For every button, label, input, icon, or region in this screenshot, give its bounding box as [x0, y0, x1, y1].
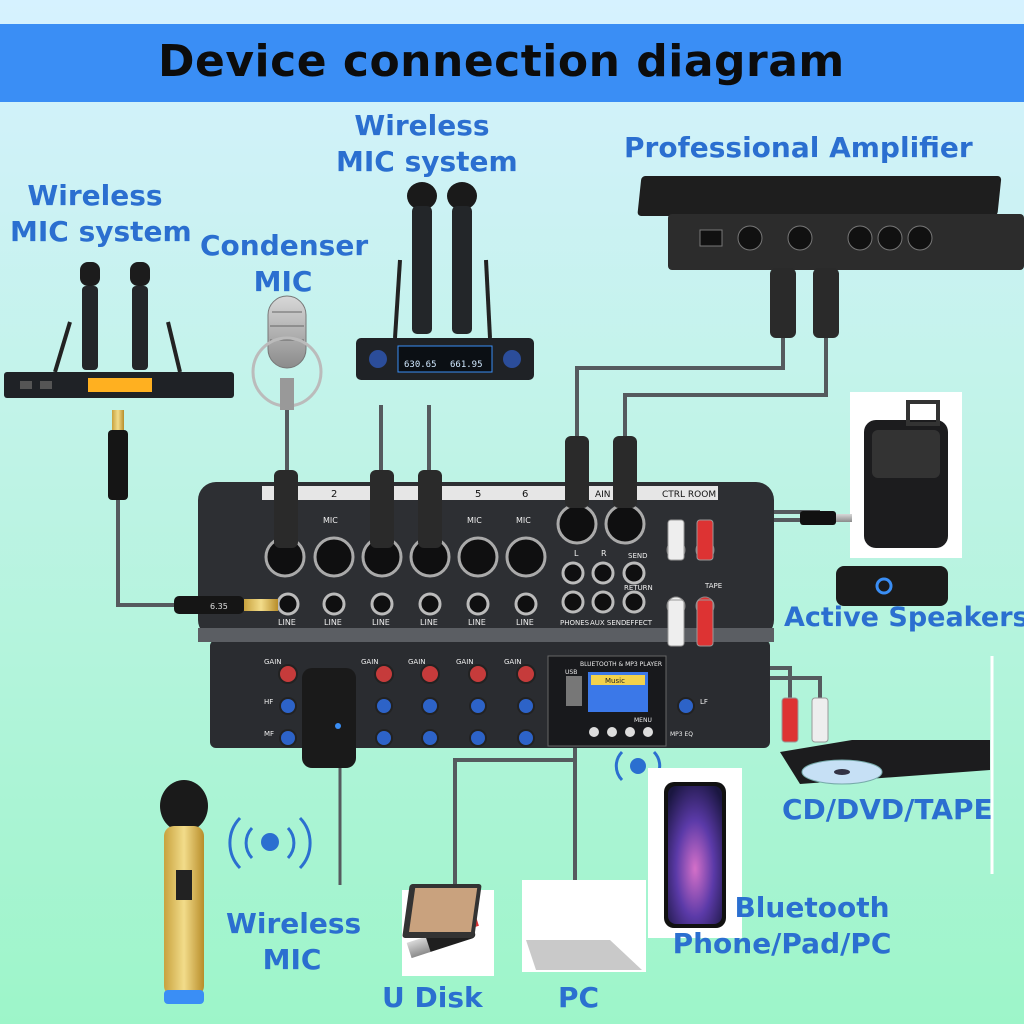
- line-label-4: LINE: [420, 618, 438, 627]
- main-out-r: [604, 503, 646, 545]
- cd-dvd-player: [780, 740, 990, 785]
- wireless-signal-icon: [228, 816, 312, 870]
- hf-label: HF: [264, 698, 273, 706]
- label-line: Wireless: [27, 179, 163, 212]
- label-active-speakers: Active Speakers: [784, 602, 1024, 633]
- effect-label: EFFECT: [626, 619, 653, 627]
- mf-label: MF: [264, 730, 274, 738]
- handheld-mic-center-2: [447, 182, 477, 334]
- label-pc: PC: [558, 981, 600, 1014]
- wireless-bodypack-receiver: [302, 668, 356, 768]
- wireless-handheld-mic: [160, 780, 208, 1004]
- xlr-plugs-amp: [770, 268, 839, 338]
- send-label: SEND: [628, 552, 648, 560]
- eq-knobs: [279, 697, 695, 747]
- gain-label-5: GAIN: [456, 658, 474, 666]
- jack-plug-6-35-horizontal: 6.35: [174, 596, 278, 614]
- label-line: Wireless: [354, 109, 490, 142]
- page-title: Device connection diagram: [158, 36, 845, 87]
- gain-label-4: GAIN: [408, 658, 426, 666]
- xlr-plugs-input: [274, 436, 637, 548]
- return-label: RETURN: [624, 584, 653, 592]
- wireless-receiver-left: [4, 321, 234, 398]
- label-u-disk: U Disk: [382, 981, 483, 1014]
- tape-label: TAPE: [704, 582, 722, 590]
- usb-label: USB: [565, 669, 577, 676]
- label-line: Bluetooth: [734, 891, 890, 924]
- gain-label-3: GAIN: [361, 658, 379, 666]
- handheld-mic-left-2: [130, 262, 150, 370]
- aux-send-label: AUX SEND: [590, 619, 626, 627]
- cable-amp-right: [623, 335, 828, 440]
- bt-player-label: BLUETOOTH & MP3 PLAYER: [580, 661, 662, 668]
- label-wireless-mic-system-left: Wireless MIC system: [10, 178, 192, 250]
- main-out-l: [556, 503, 598, 545]
- label-line: Phone/Pad/PC: [672, 927, 892, 960]
- channel-number-2: 2: [331, 489, 337, 500]
- mic-label-2: MIC: [323, 516, 338, 525]
- professional-amplifier: [637, 176, 1024, 270]
- rca-plugs: [667, 519, 829, 743]
- line-label-1: LINE: [278, 618, 296, 627]
- menu-label: MENU: [634, 717, 652, 724]
- label-bluetooth-devices: Bluetooth Phone/Pad/PC: [664, 890, 900, 962]
- active-speaker-tower: [850, 392, 962, 558]
- label-line: MIC system: [336, 145, 518, 178]
- xlr-inputs: [264, 536, 547, 578]
- channel-number-5: 5: [475, 489, 481, 500]
- audio-mixer: 2 5 6 AIN O CTRL ROOM MIC MIC MIC LINE L…: [198, 482, 774, 748]
- smartphone: [648, 768, 742, 938]
- label-line: MIC system: [10, 215, 192, 248]
- label-wireless-mic-system-center: Wireless MIC system: [336, 108, 518, 180]
- ctrl-room-label: CTRL ROOM: [662, 490, 716, 500]
- mp3-screen-text: Music: [605, 677, 625, 685]
- title-bar: [0, 24, 1024, 102]
- label-line: MIC: [253, 265, 313, 298]
- channel-number-6: 6: [522, 489, 528, 500]
- line-inputs: [276, 592, 538, 616]
- wireless-receiver-center: 630.65 661.95: [356, 259, 534, 380]
- label-line: Condenser: [200, 229, 369, 262]
- lf-label: LF: [700, 698, 708, 706]
- handheld-mic-left-1: [80, 262, 100, 370]
- soundbar-speaker: [836, 566, 948, 606]
- receiver-readout-b: 661.95: [450, 360, 483, 370]
- mp3-eq-label: MP3 EQ: [670, 731, 693, 738]
- receiver-readout-a: 630.65: [404, 360, 437, 370]
- gain-label-1: GAIN: [264, 658, 282, 666]
- line-label-6: LINE: [516, 618, 534, 627]
- cable-amp-left: [575, 335, 785, 440]
- line-label-2: LINE: [324, 618, 342, 627]
- label-cd-dvd-tape: CD/DVD/TAPE: [782, 793, 993, 826]
- label-wireless-mic: Wireless MIC: [226, 906, 362, 978]
- mic-label-6: MIC: [516, 516, 531, 525]
- cable-center-receiver: [379, 405, 431, 480]
- label-line: MIC: [262, 943, 322, 976]
- phones-label: PHONES: [560, 619, 590, 627]
- main-out-label: AIN O: [595, 490, 621, 500]
- out-r-label: R: [601, 549, 607, 558]
- usb-port: [566, 676, 582, 706]
- handheld-mic-center-1: [407, 182, 437, 334]
- jack-size-text: 6.35: [210, 602, 228, 611]
- line-label-5: LINE: [468, 618, 486, 627]
- gain-label-6: GAIN: [504, 658, 522, 666]
- out-l-label: L: [574, 549, 579, 558]
- mp3-buttons: [589, 727, 653, 737]
- condenser-mic: [251, 295, 323, 410]
- pc-laptop: [402, 880, 646, 972]
- label-condenser-mic: Condenser MIC: [200, 228, 369, 300]
- mic-label-5: MIC: [467, 516, 482, 525]
- aux-jacks: [561, 561, 646, 614]
- trs-plug-speaker: [800, 511, 852, 525]
- gain-knobs: [278, 664, 536, 684]
- line-label-3: LINE: [372, 618, 390, 627]
- label-professional-amplifier: Professional Amplifier: [624, 131, 973, 164]
- label-line: Wireless: [226, 907, 362, 940]
- jack-plug-6-35-vertical: [108, 410, 128, 500]
